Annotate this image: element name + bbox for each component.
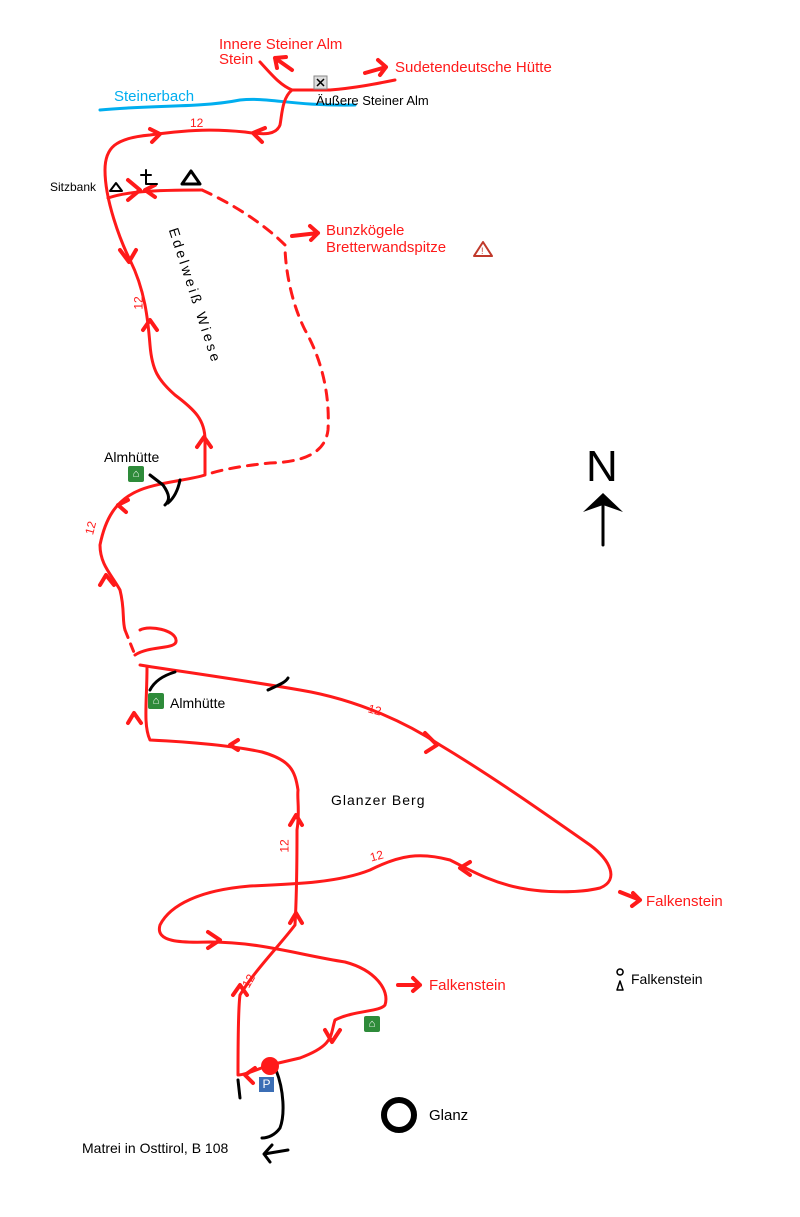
trail-number-label: 12 <box>368 847 385 865</box>
warning-mark: ! <box>481 246 484 256</box>
arrow-falkenstein-south <box>396 976 422 993</box>
trail-dashed-bretterwand <box>200 188 330 477</box>
bench-triangle-icon <box>109 182 123 192</box>
trail-number-label: 12 <box>277 839 292 853</box>
glanz-village-icon <box>381 1097 417 1133</box>
label-sitzbank: Sitzbank <box>50 180 97 194</box>
cave-icon <box>616 968 624 991</box>
summit-triangle-icon <box>180 169 202 186</box>
hut-icon: ⌂ <box>128 466 144 482</box>
label-glanz: Glanz <box>429 1107 469 1124</box>
warning-triangle-icon <box>473 241 493 257</box>
label-stein: Stein <box>219 51 254 68</box>
trail-number-label: 12 <box>82 519 100 537</box>
cross-icon <box>140 169 158 185</box>
label-almhuette-lower: Almhütte <box>170 695 226 711</box>
trail-12-middle <box>133 626 613 1067</box>
trail-12-upper <box>98 88 294 632</box>
start-point-marker <box>261 1057 279 1075</box>
road-b108 <box>236 1068 285 1140</box>
side-path-almhuette-upper <box>148 473 182 507</box>
restaurant-fork-knife <box>316 78 325 87</box>
hut-icon: ⌂ <box>364 1016 380 1032</box>
side-path-almhuette-lower <box>148 670 290 692</box>
trail-to-innere-steiner-alm <box>258 60 397 92</box>
label-almhuette-upper: Almhütte <box>104 449 160 465</box>
arrow-innere-steiner-alm <box>273 55 294 72</box>
label-falkenstein-south: Falkenstein <box>429 977 506 994</box>
label-falkenstein-poi: Falkenstein <box>631 971 703 987</box>
arrow-sudetendeutsche <box>363 58 388 77</box>
parking-icon: P <box>259 1077 274 1092</box>
label-steinerbach: Steinerbach <box>114 88 195 105</box>
arrow-bunzkoegele <box>290 224 320 242</box>
trail-direction-arrows <box>98 126 472 1085</box>
compass-north-label: N <box>586 442 618 491</box>
trail-12-dashed-segment <box>123 628 137 657</box>
hut-icon: ⌂ <box>148 693 164 709</box>
label-bunzkoegele: Bunzkögele <box>326 222 405 239</box>
trail-number-label: 12 <box>190 116 204 130</box>
label-innere-steiner-alm: Innere Steiner Alm <box>219 36 343 53</box>
label-bretterwandspitze: Bretterwandspitze <box>326 239 447 256</box>
trail-number-label: 12 <box>131 296 146 310</box>
trail-12-south <box>144 666 300 1077</box>
compass-arrowhead <box>583 493 623 512</box>
label-sudetendeutsche-huette: Sudetendeutsche Hütte <box>395 59 552 76</box>
trail-spur-sitzbank <box>106 188 204 200</box>
arrow-falkenstein-east <box>618 890 642 908</box>
label-road-matrei: Matrei in Osttirol, B 108 <box>82 1140 229 1156</box>
label-glanzer-berg: Glanzer Berg <box>331 792 426 808</box>
road-arrow-matrei <box>262 1143 290 1164</box>
label-falkenstein-east: Falkenstein <box>646 893 723 910</box>
steinerbach-stream <box>98 97 357 112</box>
label-aeussere-steiner-alm: Äußere Steiner Alm <box>316 93 429 108</box>
